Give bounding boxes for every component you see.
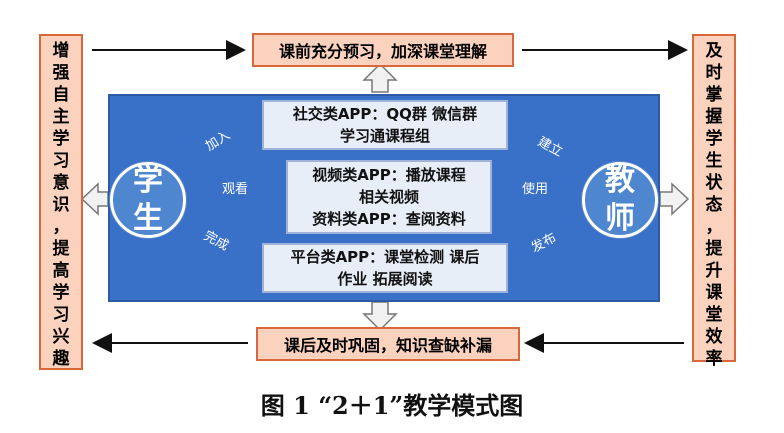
right-box-char: 状 (705, 173, 723, 193)
left-box-char: ， (52, 217, 70, 237)
video-app-line3: 资料类APP：查阅资料 (312, 210, 466, 228)
video-app-box: 视频类APP：播放课程 相关视频 资料类APP：查阅资料 (286, 160, 492, 234)
top-box-text: 课前充分预习，加深课堂理解 (278, 42, 487, 61)
hollow-arrow-left (80, 182, 109, 216)
bottom-box-text: 课后及时巩固，知识查缺补漏 (283, 336, 492, 355)
student-char2: 生 (133, 201, 163, 236)
hollow-arrow-up (362, 62, 398, 93)
student-char1: 学 (133, 163, 163, 198)
label-watch: 观看 (222, 182, 249, 197)
right-box-grasp-status: 及时掌握学生状态，提升课堂效率 (692, 34, 736, 369)
left-box-char: 意 (52, 173, 70, 193)
right-box-char: 掌 (705, 85, 723, 105)
right-box-char: 堂 (705, 305, 723, 325)
right-box-char: 课 (705, 283, 723, 303)
teacher-circle: 教 师 (582, 162, 658, 238)
right-box-char: 率 (705, 349, 723, 369)
left-box-increase-autonomy: 增强自主学习意识，提高学习兴趣 (39, 34, 83, 370)
social-app-line2: 学习通课程组 (339, 127, 430, 145)
left-box-char: 兴 (52, 327, 70, 347)
right-box-char: 效 (705, 327, 723, 347)
right-box-char: 时 (705, 63, 723, 83)
right-box-char: ， (705, 217, 723, 237)
left-box-char: 习 (52, 151, 70, 171)
top-box-preview: 课前充分预习，加深课堂理解 (252, 33, 514, 67)
right-box-char: 学 (705, 129, 723, 149)
teacher-char2: 师 (605, 201, 635, 236)
left-box-char: 识 (52, 195, 70, 215)
student-circle: 学 生 (110, 162, 186, 238)
left-box-char: 学 (52, 283, 70, 303)
platform-app-line2: 作业 拓展阅读 (337, 270, 433, 288)
bottom-box-review: 课后及时巩固，知识查缺补漏 (256, 327, 520, 361)
right-box-char: 提 (705, 239, 723, 259)
hollow-arrow-right (659, 182, 690, 216)
platform-app-line1: 平台类APP：课堂检测 课后 (290, 248, 480, 266)
left-box-char: 提 (52, 239, 70, 259)
right-box-char: 生 (705, 151, 723, 171)
left-box-char: 学 (52, 129, 70, 149)
hollow-arrow-down (362, 301, 398, 332)
video-app-line1: 视频类APP：播放课程 (312, 166, 466, 184)
teacher-char1: 教 (605, 163, 635, 198)
left-box-char: 习 (52, 305, 70, 325)
left-box-char: 高 (52, 261, 70, 281)
left-box-char: 强 (52, 63, 70, 83)
left-box-char: 自 (52, 85, 70, 105)
social-app-line1: 社交类APP：QQ群 微信群 (292, 105, 478, 123)
right-box-char: 握 (705, 107, 723, 127)
platform-app-box: 平台类APP：课堂检测 课后 作业 拓展阅读 (262, 243, 508, 293)
right-box-char: 态 (705, 195, 723, 215)
left-box-char: 增 (52, 41, 70, 61)
figure-caption: 图 1 “2＋1”教学模式图 (260, 391, 524, 420)
left-box-char: 趣 (52, 349, 70, 369)
video-app-line2: 相关视频 (358, 188, 419, 206)
label-use: 使用 (522, 182, 549, 197)
right-box-char: 及 (705, 41, 723, 61)
social-app-box: 社交类APP：QQ群 微信群 学习通课程组 (262, 100, 508, 150)
left-box-char: 主 (52, 107, 70, 127)
right-box-char: 升 (705, 261, 723, 281)
